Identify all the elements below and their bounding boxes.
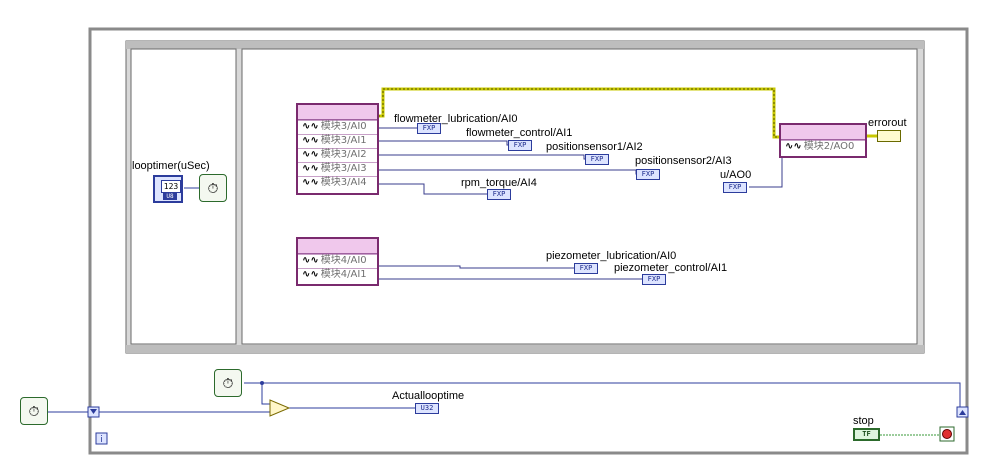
- wave-icon: ∿∿: [302, 121, 319, 132]
- node-header: [781, 125, 865, 140]
- piezometer-control-label: piezometer_control/AI1: [614, 262, 728, 274]
- wave-icon: ∿∿: [302, 269, 319, 280]
- numeric-display: 123: [161, 180, 181, 193]
- timing-wires: [48, 382, 961, 413]
- flowmeter-control-label: flowmeter_control/AI1: [466, 127, 573, 139]
- node-row-ai1[interactable]: ∿∿模块4/AI1: [298, 268, 377, 282]
- wave-icon: ∿∿: [302, 149, 319, 160]
- node-row-ai0[interactable]: ∿∿模块3/AI0: [298, 120, 377, 134]
- node-header: [298, 105, 377, 120]
- datatype-badge: U8: [163, 193, 177, 200]
- piezometer-lubrication-indicator[interactable]: FXP: [574, 263, 598, 274]
- node-header: [298, 239, 377, 254]
- positionsensor2-label: positionsensor2/AI3: [635, 155, 732, 167]
- sequence-frame-2: [241, 48, 918, 345]
- boolean-badge: TF: [862, 430, 871, 438]
- node-row-ai3[interactable]: ∿∿模块3/AI3: [298, 162, 377, 176]
- u-ao0-control[interactable]: FXP: [723, 182, 747, 193]
- errorout-indicator[interactable]: [877, 130, 901, 142]
- sequence-sprockets: [126, 41, 924, 353]
- positionsensor1-label: positionsensor1/AI2: [546, 141, 643, 153]
- looptimer-label: looptimer(uSec): [132, 160, 210, 172]
- node-row-ao0[interactable]: ∿∿模块2/AO0: [781, 140, 865, 154]
- tick-count-icon[interactable]: ⏱: [20, 397, 48, 425]
- subtract-node: [269, 399, 291, 417]
- flowmeter-lubrication-label: flowmeter_lubrication/AI0: [394, 113, 518, 125]
- actuallooptime-indicator[interactable]: U32: [415, 403, 439, 414]
- piezometer-lubrication-label: piezometer_lubrication/AI0: [546, 250, 677, 262]
- actuallooptime-label: Actuallooptime: [392, 390, 465, 402]
- node-row-ai2[interactable]: ∿∿模块3/AI2: [298, 148, 377, 162]
- u-ao0-label: u/AO0: [720, 169, 752, 181]
- ao-module2-node[interactable]: ∿∿模块2/AO0: [779, 123, 867, 158]
- flowmeter-control-indicator[interactable]: FXP: [508, 140, 532, 151]
- wave-icon: ∿∿: [302, 177, 319, 188]
- flowmeter-lubrication-indicator[interactable]: FXP: [417, 123, 441, 134]
- node-row-ai0[interactable]: ∿∿模块4/AI0: [298, 254, 377, 268]
- rpm-torque-label: rpm_torque/AI4: [461, 177, 537, 189]
- tick-count-icon[interactable]: ⏱: [214, 369, 242, 397]
- stop-label: stop: [853, 415, 874, 427]
- node-row-ai4[interactable]: ∿∿模块3/AI4: [298, 176, 377, 190]
- piezometer-control-indicator[interactable]: FXP: [642, 274, 666, 285]
- positionsensor1-indicator[interactable]: FXP: [585, 154, 609, 165]
- looptimer-control[interactable]: 123 U8: [153, 175, 183, 203]
- wave-icon: ∿∿: [302, 135, 319, 146]
- stop-control[interactable]: TF: [853, 428, 880, 441]
- iteration-terminal[interactable]: [95, 432, 108, 445]
- positionsensor2-indicator[interactable]: FXP: [636, 169, 660, 180]
- ai-module3-node[interactable]: ∿∿模块3/AI0 ∿∿模块3/AI1 ∿∿模块3/AI2 ∿∿模块3/AI3 …: [296, 103, 379, 195]
- wave-icon: ∿∿: [302, 255, 319, 266]
- wave-icon: ∿∿: [302, 163, 319, 174]
- errorout-label: errorout: [868, 117, 907, 129]
- wave-icon: ∿∿: [785, 141, 802, 152]
- wait-timer-icon[interactable]: ⏱: [199, 174, 227, 202]
- rpm-torque-indicator[interactable]: FXP: [487, 189, 511, 200]
- svg-text:i: i: [100, 435, 103, 445]
- node-row-ai1[interactable]: ∿∿模块3/AI1: [298, 134, 377, 148]
- ai-module4-node[interactable]: ∿∿模块4/AI0 ∿∿模块4/AI1: [296, 237, 379, 286]
- while-loop-frame: [88, 27, 969, 455]
